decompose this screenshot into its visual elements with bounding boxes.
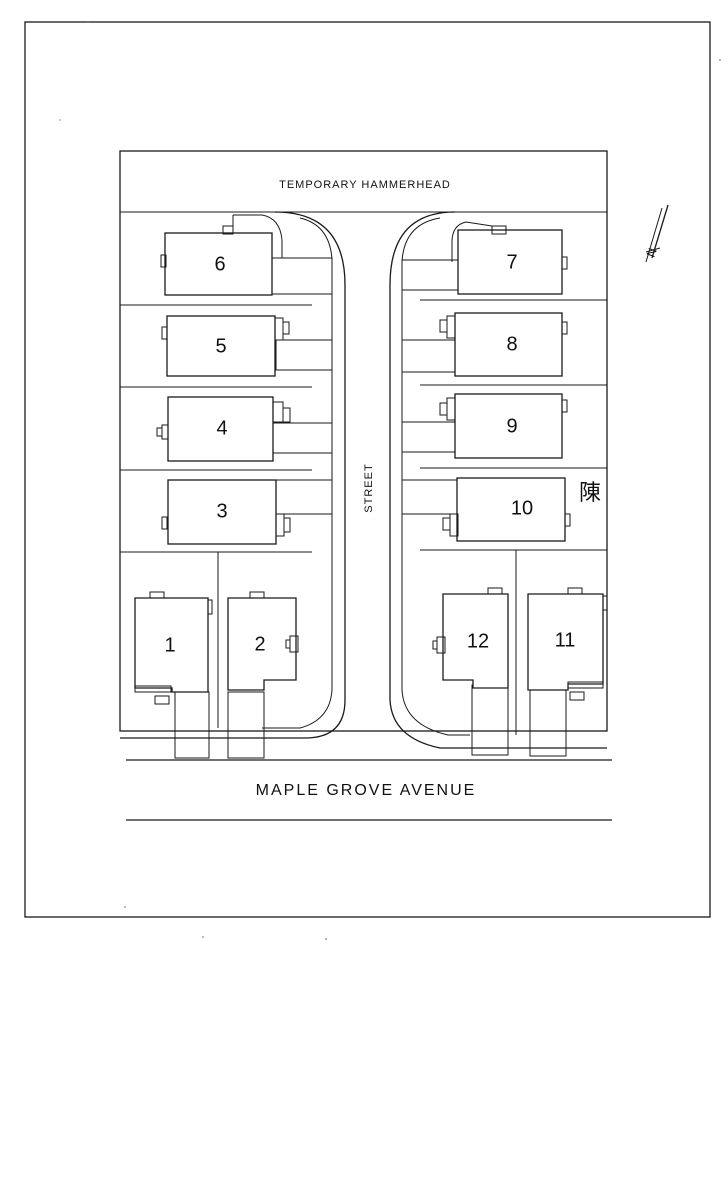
- lot-8: 8: [439, 312, 568, 377]
- lot-number: 12: [467, 630, 489, 652]
- lot-number: 3: [216, 500, 227, 522]
- lot-10: 10: [442, 477, 571, 542]
- lot-6: 6: [160, 214, 283, 296]
- lot-number: 9: [506, 415, 517, 437]
- lot-number: 10: [511, 497, 533, 519]
- lot-number: 2: [254, 633, 265, 655]
- lot-1: 1: [134, 591, 213, 705]
- street-right-curb: [389, 211, 607, 749]
- lot-3: 3: [161, 479, 291, 545]
- street-label: STREET: [363, 463, 375, 512]
- lot-9: 9: [439, 393, 568, 459]
- lot-number: 8: [506, 333, 517, 355]
- scan-specks: [59, 21, 721, 940]
- lot-5: 5: [161, 315, 290, 377]
- north-arrow-icon: N: [644, 204, 669, 263]
- lot-11: 11: [527, 587, 608, 701]
- north-arrow-label: N: [644, 246, 660, 259]
- drawing-border: [24, 21, 711, 918]
- handwritten-mark: 陳: [579, 480, 601, 505]
- hammerhead-label: TEMPORARY HAMMERHEAD: [279, 179, 451, 191]
- lot-2: 2: [227, 591, 299, 691]
- lot-number: 1: [164, 634, 175, 656]
- lot-4: 4: [156, 396, 291, 462]
- street-right-sidewalk: [401, 217, 470, 736]
- lot-number: 6: [214, 253, 225, 275]
- lot-number: 5: [215, 335, 226, 357]
- lot-7: 7: [451, 221, 568, 295]
- avenue-label: MAPLE GROVE AVENUE: [256, 782, 477, 799]
- lot-number: 11: [555, 629, 576, 651]
- right-lot-lines: [420, 299, 607, 735]
- street-left-sidewalk: [262, 217, 333, 729]
- lot-number: 7: [506, 251, 517, 273]
- street-left-curb: [120, 211, 346, 739]
- subdivision-boundary: [119, 150, 608, 732]
- lot-number: 4: [216, 417, 227, 439]
- left-lot-lines: [120, 304, 312, 728]
- lot-12: 12: [432, 587, 509, 689]
